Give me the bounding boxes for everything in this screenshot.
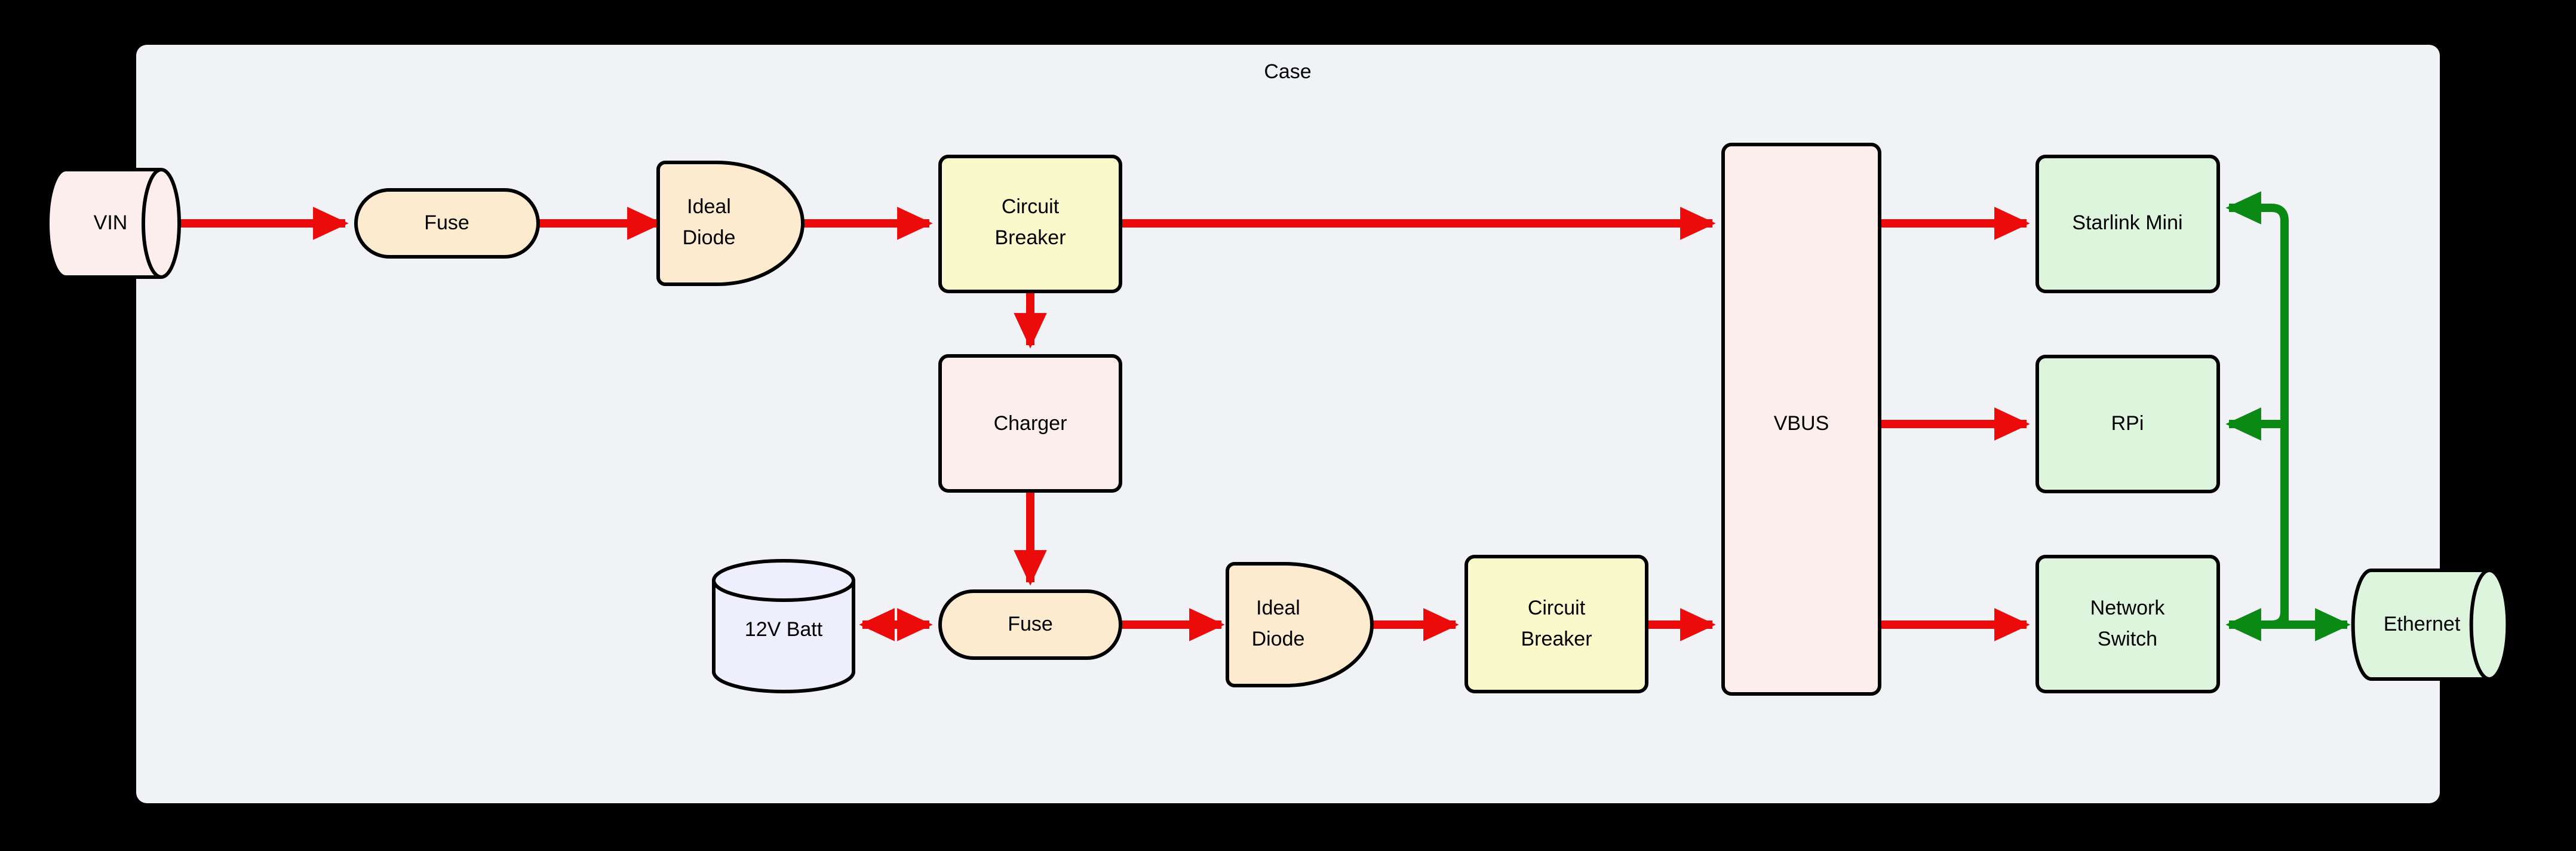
battery-cylinder-cap [712,580,855,602]
node-ideal-diode-battery[interactable]: Ideal Diode [1226,562,1374,687]
charger-shape [938,354,1122,493]
node-fuse-main[interactable]: Fuse [354,188,540,259]
network-trunk-corner [2267,611,2289,629]
vin-cylinder-cap [142,168,162,279]
node-charger[interactable]: Charger [938,354,1122,493]
network-edges [2225,191,2351,641]
edge-network-switch-to-starlink[interactable] [2225,191,2289,625]
node-ethernet[interactable]: Ethernet [2351,569,2510,681]
case-title: Case [1264,60,1311,83]
fuse-main-shape [354,188,540,259]
node-circuit-breaker-main[interactable]: Circuit Breaker [938,155,1122,293]
node-vbus[interactable]: VBUS [1721,143,1881,696]
node-starlink-mini[interactable]: Starlink Mini [2035,155,2220,293]
node-vin[interactable]: VIN [46,168,181,279]
battery-cylinder-body [712,559,855,693]
circuit-breaker-main-shape [938,155,1122,293]
node-rpi[interactable]: RPi [2035,355,2220,493]
circuit-breaker-battery-shape [1464,555,1648,693]
vin-cylinder-body [46,168,181,279]
rpi-shape [2035,355,2220,493]
node-battery[interactable]: 12V Batt [712,559,855,693]
ideal-diode-main-shape [656,161,805,286]
vbus-shape [1721,143,1881,696]
ideal-diode-battery-shape [1226,562,1374,687]
node-circuit-breaker-battery[interactable]: Circuit Breaker [1464,555,1648,693]
ethernet-cylinder-body [2351,569,2510,681]
node-fuse-battery[interactable]: Fuse [938,589,1122,660]
network-switch-shape [2035,555,2220,693]
power-edges [179,207,2030,641]
node-ideal-diode-main[interactable]: Ideal Diode [656,161,805,286]
ethernet-cylinder-cap [2469,569,2490,681]
fuse-battery-shape [938,589,1122,660]
node-network-switch[interactable]: Network Switch [2035,555,2220,693]
starlink-mini-shape [2035,155,2220,293]
